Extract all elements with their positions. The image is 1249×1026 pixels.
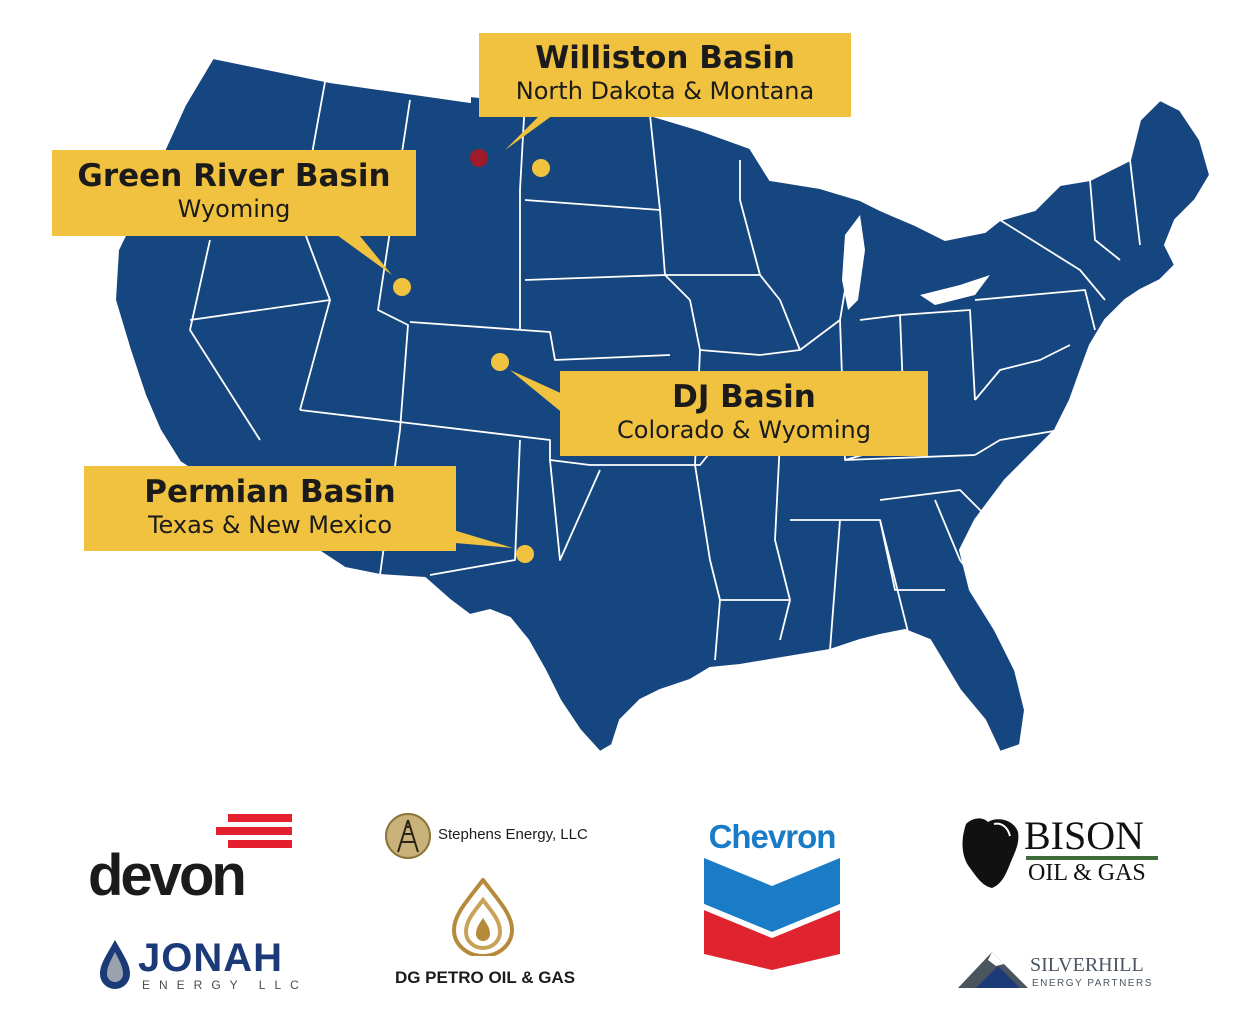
great-lake-michigan <box>842 215 865 310</box>
silverhill-tagline: ENERGY PARTNERS <box>1032 978 1153 989</box>
jonah-tagline: ENERGY LLC <box>142 978 308 992</box>
callout-williston: Williston Basin North Dakota & Montana <box>479 40 851 106</box>
jonah-wordmark: JONAH <box>138 936 284 980</box>
dg-petro-wordmark: DG PETRO OIL & GAS <box>394 968 576 987</box>
callout-subtitle: Texas & New Mexico <box>147 511 393 539</box>
devon-logo: devon <box>88 812 298 912</box>
devon-mark-icon <box>216 814 292 848</box>
bison-logo: BISON OIL & GAS <box>958 812 1168 892</box>
silverhill-logo: SILVERHILL ENERGY PARTNERS <box>958 946 1168 994</box>
great-lake-erie <box>920 275 990 305</box>
callout-box-permian <box>84 466 456 551</box>
callout-subtitle: North Dakota & Montana <box>515 77 815 105</box>
callout-box-green-river <box>52 150 416 236</box>
bison-head-icon <box>962 818 1019 888</box>
marker-williston-gold[interactable] <box>532 159 550 177</box>
oil-derrick-icon <box>385 813 431 859</box>
marker-dj[interactable] <box>491 353 509 371</box>
chevron-emblem-icon <box>704 858 840 970</box>
stephens-wordmark: Stephens Energy, LLC <box>438 826 588 843</box>
callout-permian: Permian Basin Texas & New Mexico <box>84 474 456 540</box>
marker-permian[interactable] <box>516 545 534 563</box>
flame-drop-icon <box>451 878 515 956</box>
bison-wordmark-top: BISON <box>1024 813 1145 858</box>
jonah-logo: JONAH ENERGY LLC <box>98 936 308 996</box>
chevron-wordmark: Chevron <box>708 818 837 855</box>
bison-wordmark-bottom: OIL & GAS <box>1028 860 1146 886</box>
callout-title: DJ Basin <box>672 379 816 415</box>
marker-green-river[interactable] <box>393 278 411 296</box>
callout-title: Permian Basin <box>144 474 396 510</box>
silverhill-wordmark: SILVERHILL <box>1030 954 1144 976</box>
us-map <box>52 33 1212 754</box>
callout-subtitle: Colorado & Wyoming <box>617 416 871 444</box>
callout-subtitle: Wyoming <box>177 195 291 223</box>
callout-dj: DJ Basin Colorado & Wyoming <box>560 379 928 445</box>
callout-title: Williston Basin <box>535 40 795 76</box>
bison-divider <box>1026 856 1158 860</box>
marker-williston-red[interactable] <box>470 149 488 167</box>
callout-box-dj <box>560 371 928 456</box>
callout-box-williston <box>479 33 851 117</box>
chevron-logo: Chevron <box>702 818 842 970</box>
mountain-icon <box>958 952 1028 988</box>
devon-wordmark: devon <box>88 843 247 908</box>
callout-green-river: Green River Basin Wyoming <box>52 158 416 224</box>
droplet-icon <box>100 940 130 989</box>
stephens-energy-logo: Stephens Energy, LLC <box>384 812 604 862</box>
dg-petro-logo: DG PETRO OIL & GAS <box>380 878 590 990</box>
callout-title: Green River Basin <box>77 158 391 194</box>
